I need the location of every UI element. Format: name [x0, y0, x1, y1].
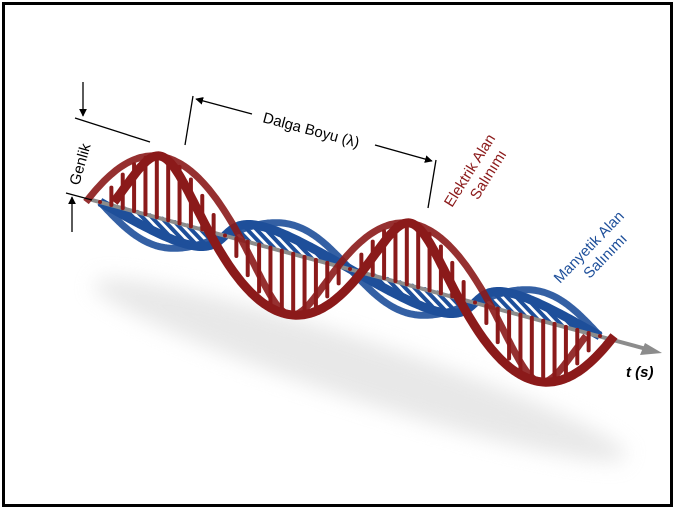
- magnetic-label: Manyetik Alan Salınımı: [551, 208, 641, 299]
- wavelength-label: Dalga Boyu (λ): [261, 109, 361, 151]
- electric-label: Elektrik Alan Salınımı: [441, 131, 514, 220]
- amplitude-tick-top: [75, 118, 150, 142]
- time-axis-arrowhead: [640, 343, 662, 355]
- wavelength-arrow-left: [196, 99, 252, 114]
- wavelength-tick-right: [428, 160, 436, 208]
- wavelength-tick-left: [185, 96, 193, 145]
- wavelength-annotation: Dalga Boyu (λ): [185, 96, 436, 208]
- amplitude-label: Genlik: [67, 141, 95, 187]
- time-axis-label: t (s): [626, 364, 654, 381]
- wavelength-arrow-right: [375, 145, 432, 161]
